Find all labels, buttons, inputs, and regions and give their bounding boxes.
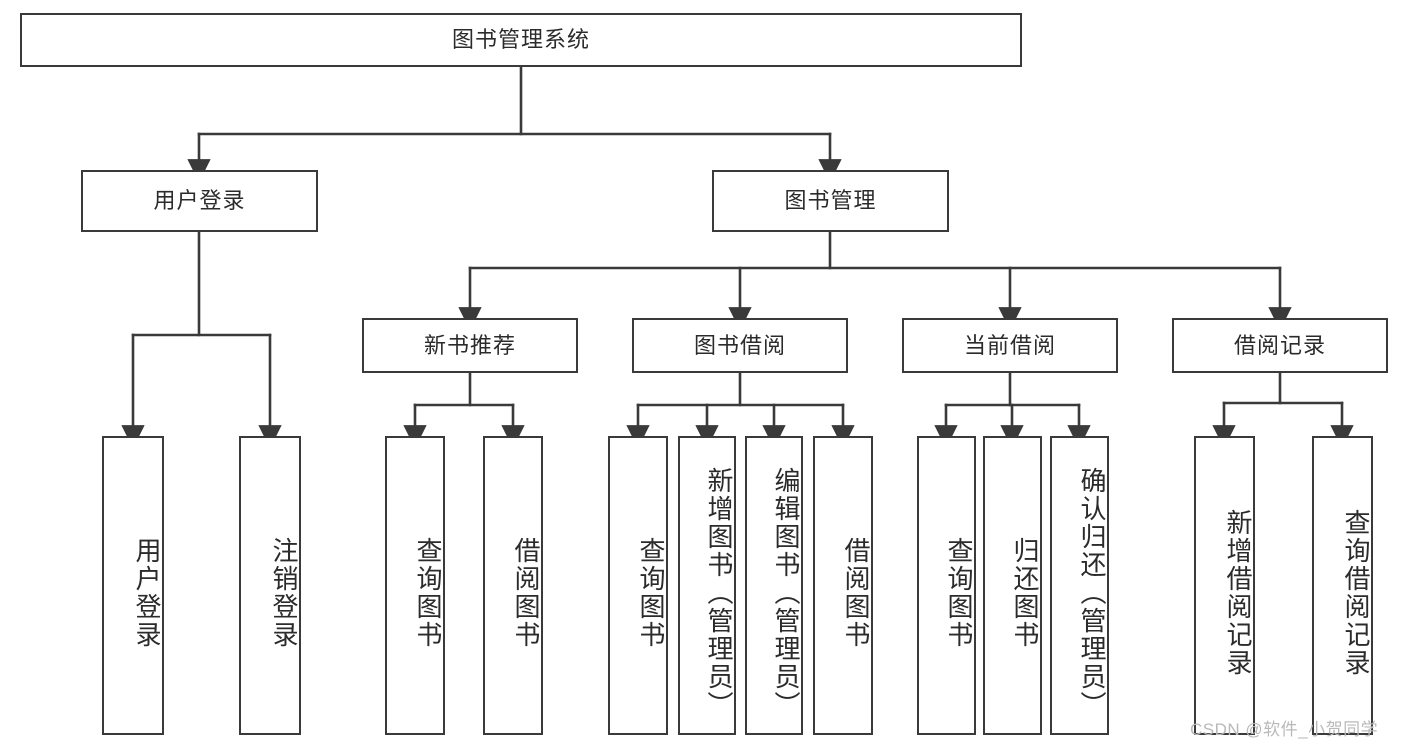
node-book-manage[interactable]: 图书管理 xyxy=(712,170,949,232)
node-leaf-add-record-label: 新增借阅记录 xyxy=(1223,508,1253,677)
node-leaf-query-book-2[interactable]: 查询图书 xyxy=(608,436,668,735)
node-leaf-confirm-return-label: 确认归还（管理员） xyxy=(1077,466,1107,719)
node-leaf-logout[interactable]: 注销登录 xyxy=(239,436,301,735)
node-current-borrow[interactable]: 当前借阅 xyxy=(902,318,1118,373)
node-leaf-query-book-2-label: 查询图书 xyxy=(636,536,666,649)
node-leaf-query-book-3-label: 查询图书 xyxy=(944,536,974,649)
node-root[interactable]: 图书管理系统 xyxy=(20,13,1022,67)
node-leaf-query-book-3[interactable]: 查询图书 xyxy=(917,436,976,735)
node-leaf-borrow-book-1-label: 借阅图书 xyxy=(511,536,541,649)
node-user-login-label: 用户登录 xyxy=(153,188,246,214)
node-leaf-user-login[interactable]: 用户登录 xyxy=(102,436,164,735)
node-leaf-query-record[interactable]: 查询借阅记录 xyxy=(1312,436,1373,735)
node-leaf-edit-book[interactable]: 编辑图书（管理员） xyxy=(745,436,803,735)
node-leaf-query-book-1-label: 查询图书 xyxy=(413,536,443,649)
node-leaf-borrow-book-2[interactable]: 借阅图书 xyxy=(813,436,873,735)
node-leaf-confirm-return[interactable]: 确认归还（管理员） xyxy=(1050,436,1109,735)
node-leaf-add-book[interactable]: 新增图书（管理员） xyxy=(678,436,736,735)
node-leaf-user-login-label: 用户登录 xyxy=(132,536,162,649)
node-book-borrow[interactable]: 图书借阅 xyxy=(632,318,848,373)
node-book-borrow-label: 图书借阅 xyxy=(693,332,786,358)
node-book-manage-label: 图书管理 xyxy=(784,188,877,214)
node-leaf-add-record[interactable]: 新增借阅记录 xyxy=(1194,436,1255,735)
node-borrow-record[interactable]: 借阅记录 xyxy=(1172,318,1388,373)
csdn-watermark: CSDN @软件_小贺同学 xyxy=(1190,720,1379,739)
node-leaf-return-book[interactable]: 归还图书 xyxy=(983,436,1042,735)
node-new-book-rec-label: 新书推荐 xyxy=(423,332,516,358)
node-borrow-record-label: 借阅记录 xyxy=(1233,332,1326,358)
node-leaf-logout-label: 注销登录 xyxy=(269,536,299,649)
node-user-login[interactable]: 用户登录 xyxy=(81,170,318,232)
node-root-label: 图书管理系统 xyxy=(451,27,590,53)
node-leaf-query-book-1[interactable]: 查询图书 xyxy=(385,436,445,735)
node-leaf-edit-book-label: 编辑图书（管理员） xyxy=(771,466,801,719)
node-leaf-return-book-label: 归还图书 xyxy=(1010,536,1040,649)
node-leaf-borrow-book-1[interactable]: 借阅图书 xyxy=(483,436,543,735)
node-current-borrow-label: 当前借阅 xyxy=(963,332,1056,358)
node-leaf-borrow-book-2-label: 借阅图书 xyxy=(841,536,871,649)
node-leaf-query-record-label: 查询借阅记录 xyxy=(1341,508,1371,677)
node-leaf-add-book-label: 新增图书（管理员） xyxy=(704,466,734,719)
node-new-book-rec[interactable]: 新书推荐 xyxy=(362,318,578,373)
